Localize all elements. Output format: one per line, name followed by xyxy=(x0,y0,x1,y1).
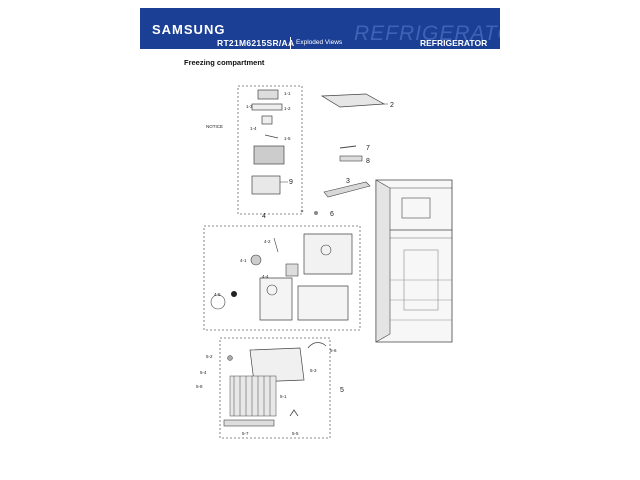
header-watermark: REFRIGERATOR xyxy=(354,22,500,45)
callout-5-6: 5-6 xyxy=(330,348,337,353)
evap-cover-front xyxy=(259,277,293,321)
refrigerator-cabinet xyxy=(375,179,453,343)
callout-2: 2 xyxy=(390,102,394,109)
part-6 xyxy=(314,211,318,215)
notice-label: NOTICE xyxy=(206,124,223,129)
view-type-label: Exploded Views xyxy=(296,39,343,46)
evap-cover-rear xyxy=(297,285,349,321)
callout-5-7: 5-7 xyxy=(242,431,249,436)
part-3 xyxy=(323,181,371,198)
callout-3: 3 xyxy=(346,178,350,185)
group-5-box xyxy=(219,337,331,439)
callout-7: 7 xyxy=(366,145,370,152)
sensor-wire-part xyxy=(307,342,327,349)
document-header: SAMSUNG REFRIGERATOR RT21M6215SR/AA Expl… xyxy=(140,8,500,49)
fan-blade-part xyxy=(210,294,226,310)
evaporator-coil-part xyxy=(229,375,277,417)
callout-1-2: 1-2 xyxy=(284,106,291,111)
ice-tray-part xyxy=(257,89,279,100)
callout-1-5: 1-5 xyxy=(284,136,291,141)
callout-4-5: 4-5 xyxy=(214,292,221,297)
clip-part xyxy=(289,409,299,417)
callout-5-3: 5-3 xyxy=(310,368,317,373)
callout-9: 9 xyxy=(289,179,293,186)
drain-heater-part xyxy=(223,419,275,427)
callout-5-2: 5-2 xyxy=(206,354,213,359)
callout-5-5: 5-5 xyxy=(292,431,299,436)
ice-maker-part xyxy=(253,145,285,165)
callout-4-1: 4-1 xyxy=(240,258,247,263)
callout-6: 6 xyxy=(330,211,334,218)
callout-1-4: 1-4 xyxy=(250,126,257,131)
header-divider xyxy=(290,37,291,49)
callout-4-4: 4-4 xyxy=(262,274,269,279)
callout-5: 5 xyxy=(340,387,344,394)
callout-8: 8 xyxy=(366,158,370,165)
part-7 xyxy=(339,145,357,149)
ice-bucket-part xyxy=(251,175,281,195)
group-1-box xyxy=(237,85,303,215)
brand-logo: SAMSUNG xyxy=(152,22,226,37)
category-label: REFRIGERATOR xyxy=(420,38,488,48)
callout-5-8: 5-8 xyxy=(196,384,203,389)
model-number: RT21M6215SR/AA xyxy=(217,38,295,48)
fan-motor-part xyxy=(250,254,262,266)
callout-4-2: 4-2 xyxy=(264,239,271,244)
callout-5-4: 5-4 xyxy=(200,370,207,375)
callout-5-1: 5-1 xyxy=(280,394,287,399)
group-4-box xyxy=(203,225,361,331)
evap-cover-upper xyxy=(303,233,353,275)
part-8 xyxy=(339,155,363,162)
evaporator-cover-part xyxy=(249,347,305,383)
callout-1-1: 1-1 xyxy=(284,91,291,96)
callout-1-3: 1-3 xyxy=(246,104,253,109)
callout-4: 4 xyxy=(262,213,266,220)
section-title: Freezing compartment xyxy=(184,58,265,67)
exploded-view-diagram: 1-1 1-2 1-3 1-4 1-5 NOTICE 9 2 7 8 3 6 4… xyxy=(196,85,453,439)
shelf-part-2 xyxy=(320,93,386,108)
